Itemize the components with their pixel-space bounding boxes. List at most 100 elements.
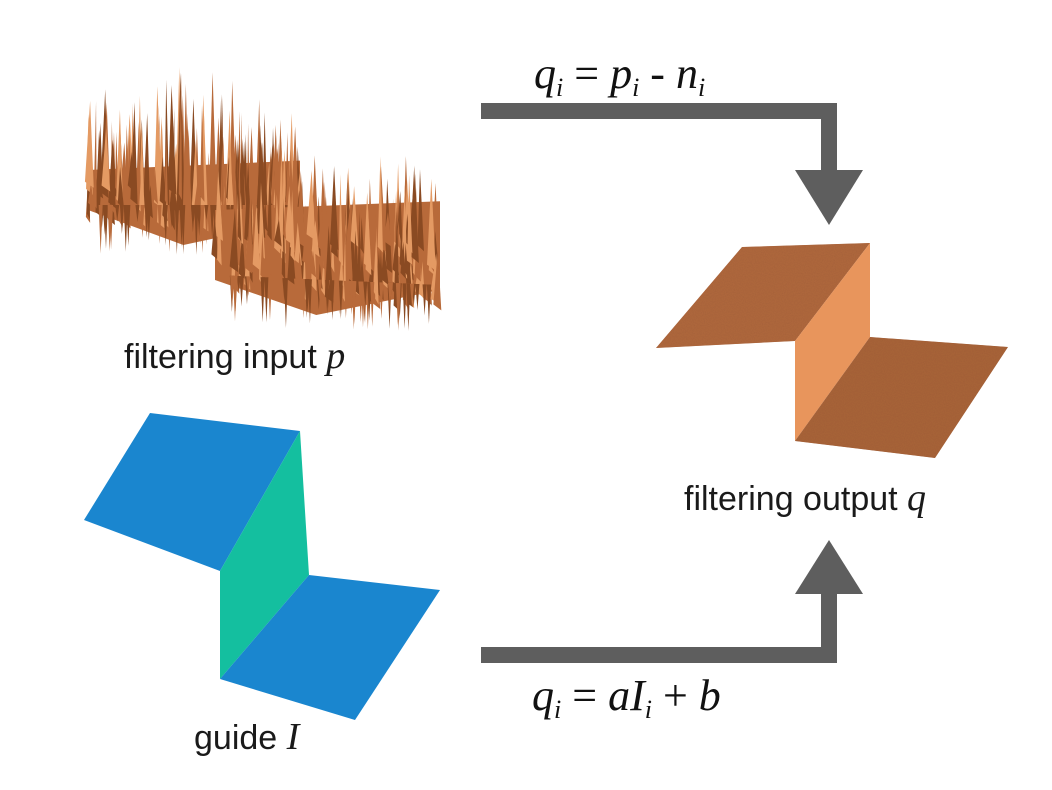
guide-label-text: guide: [194, 719, 278, 757]
eq-bottom-q-sub: i: [554, 695, 562, 724]
noise-spike: [415, 283, 420, 310]
eq-bottom-a: a: [608, 671, 631, 720]
noise-spike: [370, 281, 375, 327]
noise-spike: [270, 143, 276, 209]
noise-spike: [338, 280, 343, 319]
eq-top-p: p: [610, 49, 633, 98]
output-label: filtering output q: [684, 476, 926, 520]
noise-spike: [325, 279, 330, 315]
noise-spike: [404, 243, 409, 278]
bottom-arrow: [481, 540, 863, 663]
noise-spike: [329, 166, 339, 251]
output-upper-plane-texture: [656, 243, 870, 348]
output-label-variable: q: [907, 477, 927, 519]
noise-spike: [399, 229, 404, 270]
output-label-text: filtering output: [684, 480, 898, 518]
noise-spike: [236, 276, 241, 292]
noise-spike: [142, 112, 151, 213]
noise-spike: [211, 216, 219, 261]
noise-spike: [379, 282, 384, 319]
noise-spike: [238, 229, 246, 280]
noise-spike: [246, 276, 251, 296]
noise-spike: [289, 189, 295, 253]
noise-spike: [139, 158, 146, 216]
noisy-input-surface: [84, 66, 442, 331]
noise-spike: [115, 205, 120, 222]
noise-spike: [395, 283, 400, 326]
noise-spike: [130, 102, 138, 205]
noise-spike: [199, 105, 205, 202]
noise-spike: [239, 276, 244, 307]
noise-spike: [334, 280, 339, 303]
noise-spike: [200, 205, 205, 254]
noise-spike: [117, 166, 124, 210]
noise-spike: [95, 170, 104, 199]
noise-spike: [301, 278, 306, 319]
noise-spike: [363, 281, 368, 307]
noise-spike: [407, 174, 413, 254]
noise-spike: [290, 126, 300, 218]
noise-spike: [101, 128, 111, 192]
noise-spike: [296, 251, 304, 298]
noise-spike: [207, 152, 211, 204]
noise-spike: [392, 243, 399, 276]
noise-spike: [274, 218, 282, 247]
eq-bottom-equals: =: [572, 671, 598, 720]
eq-bottom-q: q: [532, 671, 554, 720]
noise-spike: [185, 128, 192, 217]
noise-spike: [168, 84, 177, 195]
noise-spike: [217, 189, 222, 266]
noise-spike: [305, 279, 310, 312]
noise-spike: [293, 278, 298, 300]
guide-lower-plane: [220, 575, 440, 720]
noise-spike: [273, 277, 278, 301]
noise-spike: [109, 205, 114, 250]
noise-spike: [210, 205, 215, 239]
noise-spike: [204, 205, 209, 221]
noise-spike: [162, 205, 167, 232]
noise-spike: [433, 249, 442, 311]
noise-spike: [343, 280, 348, 319]
noise-spike: [229, 208, 239, 273]
noise-spike: [108, 143, 116, 209]
noise-spike: [260, 277, 265, 323]
noise-spike: [191, 205, 196, 222]
noise-spike: [124, 124, 131, 229]
guide-upper-plane: [84, 413, 300, 571]
noise-spike: [283, 207, 287, 241]
noise-spike: [302, 204, 308, 262]
input-label: filtering input p: [124, 334, 345, 378]
noise-spike: [285, 168, 294, 207]
noise-spike: [294, 222, 302, 266]
eq-top-n-sub: i: [697, 73, 706, 102]
noise-spike: [367, 281, 372, 321]
noise-spike: [135, 205, 140, 222]
noise-spike: [123, 205, 128, 252]
top-arrowhead: [795, 170, 863, 225]
noise-spike: [267, 277, 272, 321]
noise-spike: [383, 211, 392, 247]
noise-spike: [237, 185, 242, 243]
noise-spike: [233, 275, 238, 312]
noise-spike: [208, 72, 217, 208]
output-step-surface: [656, 243, 1008, 458]
guide-step-face: [220, 431, 309, 679]
eq-top-n: n: [675, 49, 698, 98]
top-arrow-path: [481, 103, 837, 180]
bottom-arrowhead: [795, 540, 863, 594]
noise-spike: [321, 182, 326, 258]
noise-spike: [353, 230, 359, 286]
eq-bottom-plus: +: [662, 671, 688, 720]
guide-step-surface: [84, 413, 440, 720]
noise-spike: [339, 249, 344, 287]
noise-spike: [417, 169, 424, 252]
noise-spike: [309, 250, 317, 278]
noise-spike: [387, 282, 392, 309]
noise-spike: [88, 182, 95, 209]
noise-spike: [281, 198, 286, 280]
noise-spike: [93, 101, 97, 209]
noise-spike: [267, 153, 272, 241]
noise-spike: [422, 284, 427, 316]
noise-spike: [144, 205, 149, 238]
